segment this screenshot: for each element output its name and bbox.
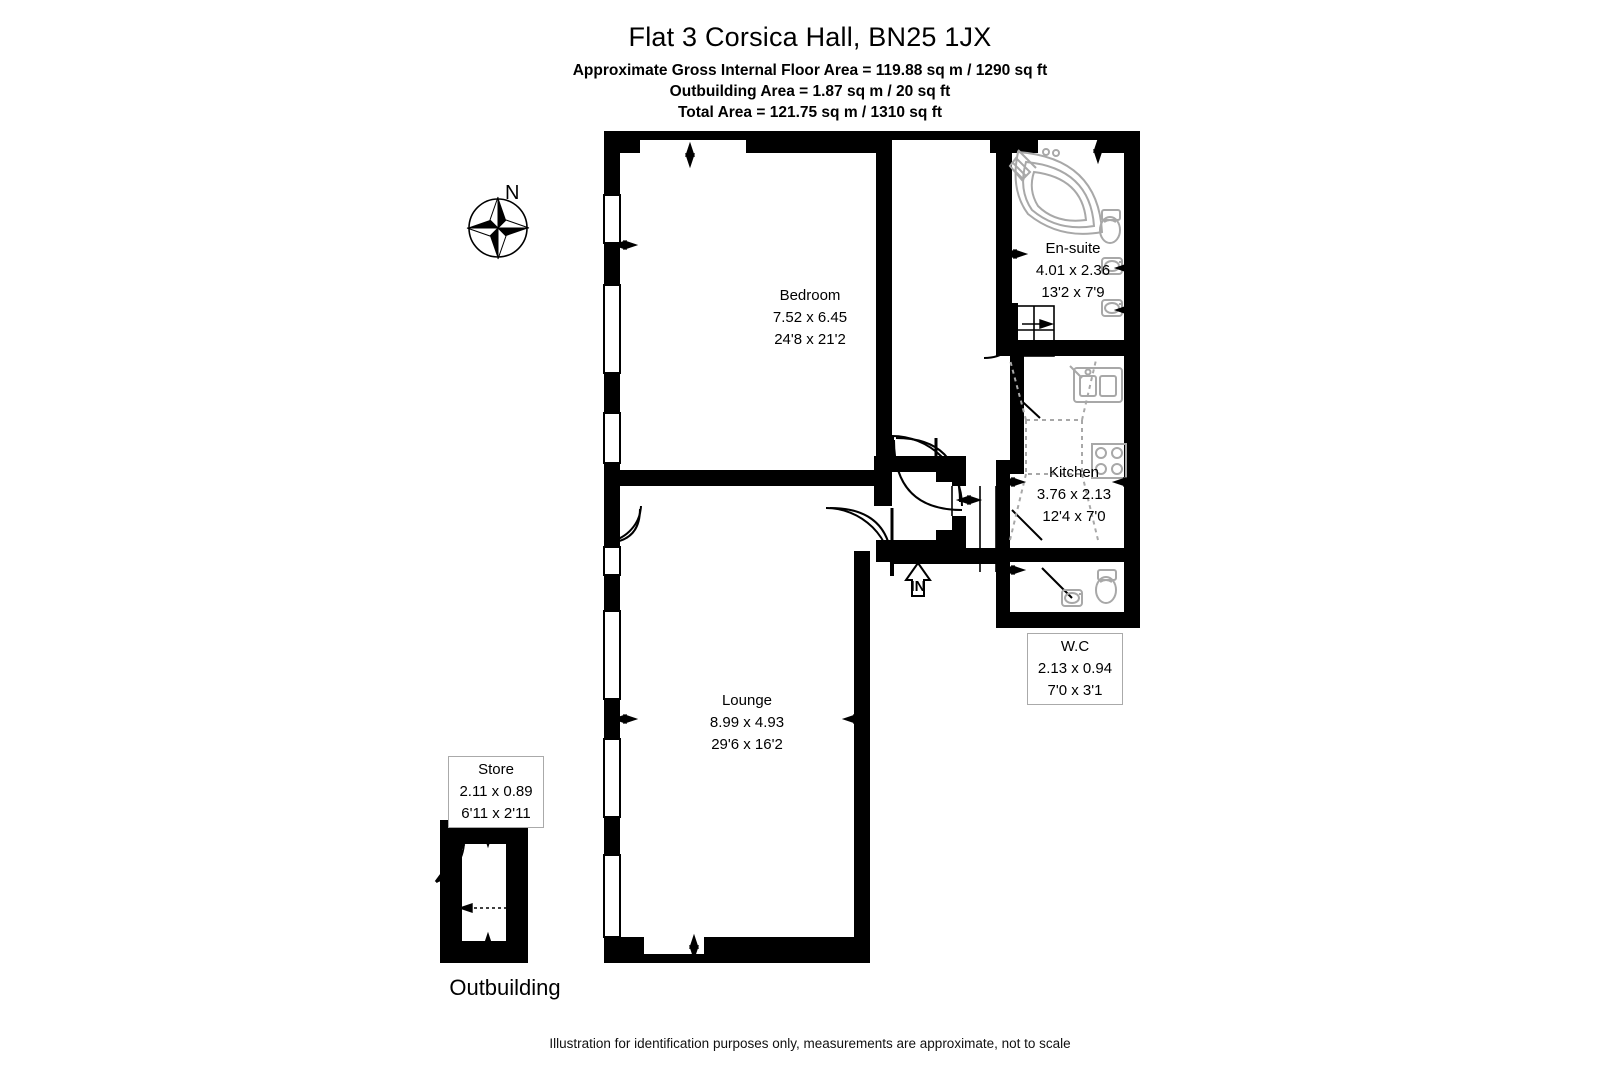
room-imperial-wc: 7'0 x 3'1 [1047, 682, 1103, 699]
entrance-label: IN [910, 578, 926, 595]
room-imperial-en-suite: 13'2 x 7'9 [1041, 284, 1105, 301]
room-label-wc: W.C 2.13 x 0.94 7'0 x 3'1 [1027, 633, 1123, 705]
room-imperial-lounge: 29'6 x 16'2 [711, 736, 783, 753]
room-label-en-suite: En-suite 4.01 x 2.36 13'2 x 7'9 [1000, 238, 1146, 304]
outbuilding-caption: Outbuilding [449, 975, 561, 1000]
room-name-kitchen: Kitchen [1048, 464, 1100, 481]
kitchen-sink-icon [1069, 365, 1123, 403]
room-name-en-suite: En-suite [1045, 240, 1101, 257]
kitchen-hob-icon [1091, 443, 1127, 479]
room-label-kitchen: Kitchen 3.76 x 2.13 12'4 x 7'0 [1000, 462, 1148, 528]
toilet-icon [1099, 209, 1121, 244]
wc-washbasin-icon [1061, 589, 1083, 607]
room-imperial-bedroom: 24'8 x 21'2 [774, 331, 846, 348]
room-metric-en-suite: 4.01 x 2.36 [1035, 262, 1111, 279]
room-label-lounge: Lounge 8.99 x 4.93 29'6 x 16'2 [652, 690, 842, 756]
room-name-store: Store [478, 761, 514, 778]
page-title: Flat 3 Corsica Hall, BN25 1JX [628, 22, 992, 52]
compass-north-label: N [505, 182, 520, 204]
room-metric-store: 2.11 x 0.89 [459, 783, 533, 800]
walls-group [603, 131, 1140, 963]
room-imperial-store: 6'11 x 2'11 [461, 805, 531, 822]
wc-toilet-icon [1095, 569, 1117, 604]
ensuite-door-detail [1013, 305, 1055, 357]
room-name-wc: W.C [1060, 638, 1090, 655]
room-name-lounge: Lounge [721, 692, 773, 709]
room-label-bedroom: Bedroom 7.52 x 6.45 24'8 x 21'2 [710, 285, 910, 351]
room-metric-lounge: 8.99 x 4.93 [709, 714, 785, 731]
compass-rose-icon [466, 196, 530, 260]
outbuilding-group [434, 820, 528, 963]
bathtub-icon [1008, 148, 1104, 235]
fixtures-group [1008, 148, 1127, 607]
hall-detail-lines [951, 486, 997, 572]
room-metric-wc: 2.13 x 0.94 [1037, 660, 1113, 677]
disclaimer-text: Illustration for identification purposes… [549, 1036, 1071, 1051]
room-metric-kitchen: 3.76 x 2.13 [1036, 486, 1112, 503]
room-label-store: Store 2.11 x 0.89 6'11 x 2'11 [448, 756, 544, 828]
dimension-arrows [457, 137, 1141, 963]
outbuilding-area-text: Outbuilding Area = 1.87 sq m / 20 sq ft [669, 83, 951, 100]
gross-internal-area-text: Approximate Gross Internal Floor Area = … [572, 62, 1048, 79]
room-metric-bedroom: 7.52 x 6.45 [772, 309, 848, 326]
room-name-bedroom: Bedroom [779, 287, 841, 304]
kitchen-worktop-icon [1009, 359, 1099, 541]
room-imperial-kitchen: 12'4 x 7'0 [1042, 508, 1106, 525]
total-area-text: Total Area = 121.75 sq m / 1310 sq ft [677, 104, 943, 121]
plan-header: Flat 3 Corsica Hall, BN25 1JX Approximat… [0, 0, 1620, 123]
entrance-arrow-icon [904, 561, 932, 597]
